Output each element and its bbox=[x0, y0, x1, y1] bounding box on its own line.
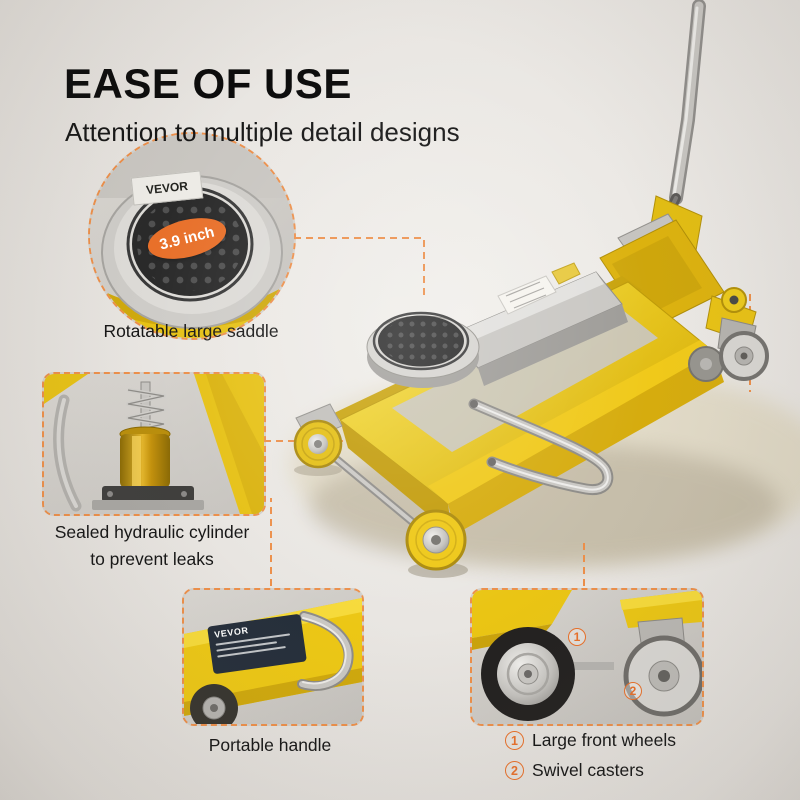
circled-2-icon: 2 bbox=[505, 761, 524, 780]
warning-label-sticker bbox=[551, 262, 581, 285]
caption-handle: Portable handle bbox=[208, 735, 332, 755]
callout-saddle: VEVOR 3.9 inch bbox=[88, 132, 296, 340]
jack-front-wheels bbox=[293, 403, 468, 578]
jack-lift-arm bbox=[451, 262, 628, 386]
wheels-closeup-image bbox=[472, 590, 702, 724]
caption-cylinder: Sealed hydraulic cylinder to prevent lea… bbox=[30, 519, 274, 573]
brand-text: VEVOR bbox=[145, 178, 189, 198]
circled-1-icon: 1 bbox=[505, 731, 524, 750]
legend-label-front-wheels: Large front wheels bbox=[532, 730, 676, 750]
legend-item-swivel-casters: 2 Swivel casters bbox=[505, 760, 676, 781]
legend-label-swivel-casters: Swivel casters bbox=[532, 760, 644, 780]
page-subtitle: Attention to multiple detail designs bbox=[65, 117, 460, 147]
cylinder-closeup-image bbox=[44, 374, 264, 514]
callout-cylinder bbox=[42, 372, 266, 516]
caption-cylinder-line1: Sealed hydraulic cylinder bbox=[54, 522, 250, 542]
jack-rear-casters bbox=[688, 287, 769, 382]
callout-handle: VEVOR bbox=[182, 588, 364, 726]
marker-2-icon: 2 bbox=[624, 682, 642, 700]
page-title: EASE OF USE bbox=[64, 60, 352, 107]
legend-item-front-wheels: 1 Large front wheels bbox=[505, 730, 676, 751]
jack-saddle bbox=[366, 311, 480, 388]
caption-cylinder-line2: to prevent leaks bbox=[90, 549, 214, 569]
callout-wheels: 1 2 bbox=[470, 588, 704, 726]
wheel-legend: 1 Large front wheels 2 Swivel casters bbox=[505, 730, 676, 781]
jack-carry-handle bbox=[468, 398, 614, 496]
caption-saddle: Rotatable large saddle bbox=[103, 321, 279, 341]
jack-illustration bbox=[293, 0, 769, 578]
connector-saddle bbox=[294, 237, 425, 300]
marker-1-icon: 1 bbox=[568, 628, 586, 646]
